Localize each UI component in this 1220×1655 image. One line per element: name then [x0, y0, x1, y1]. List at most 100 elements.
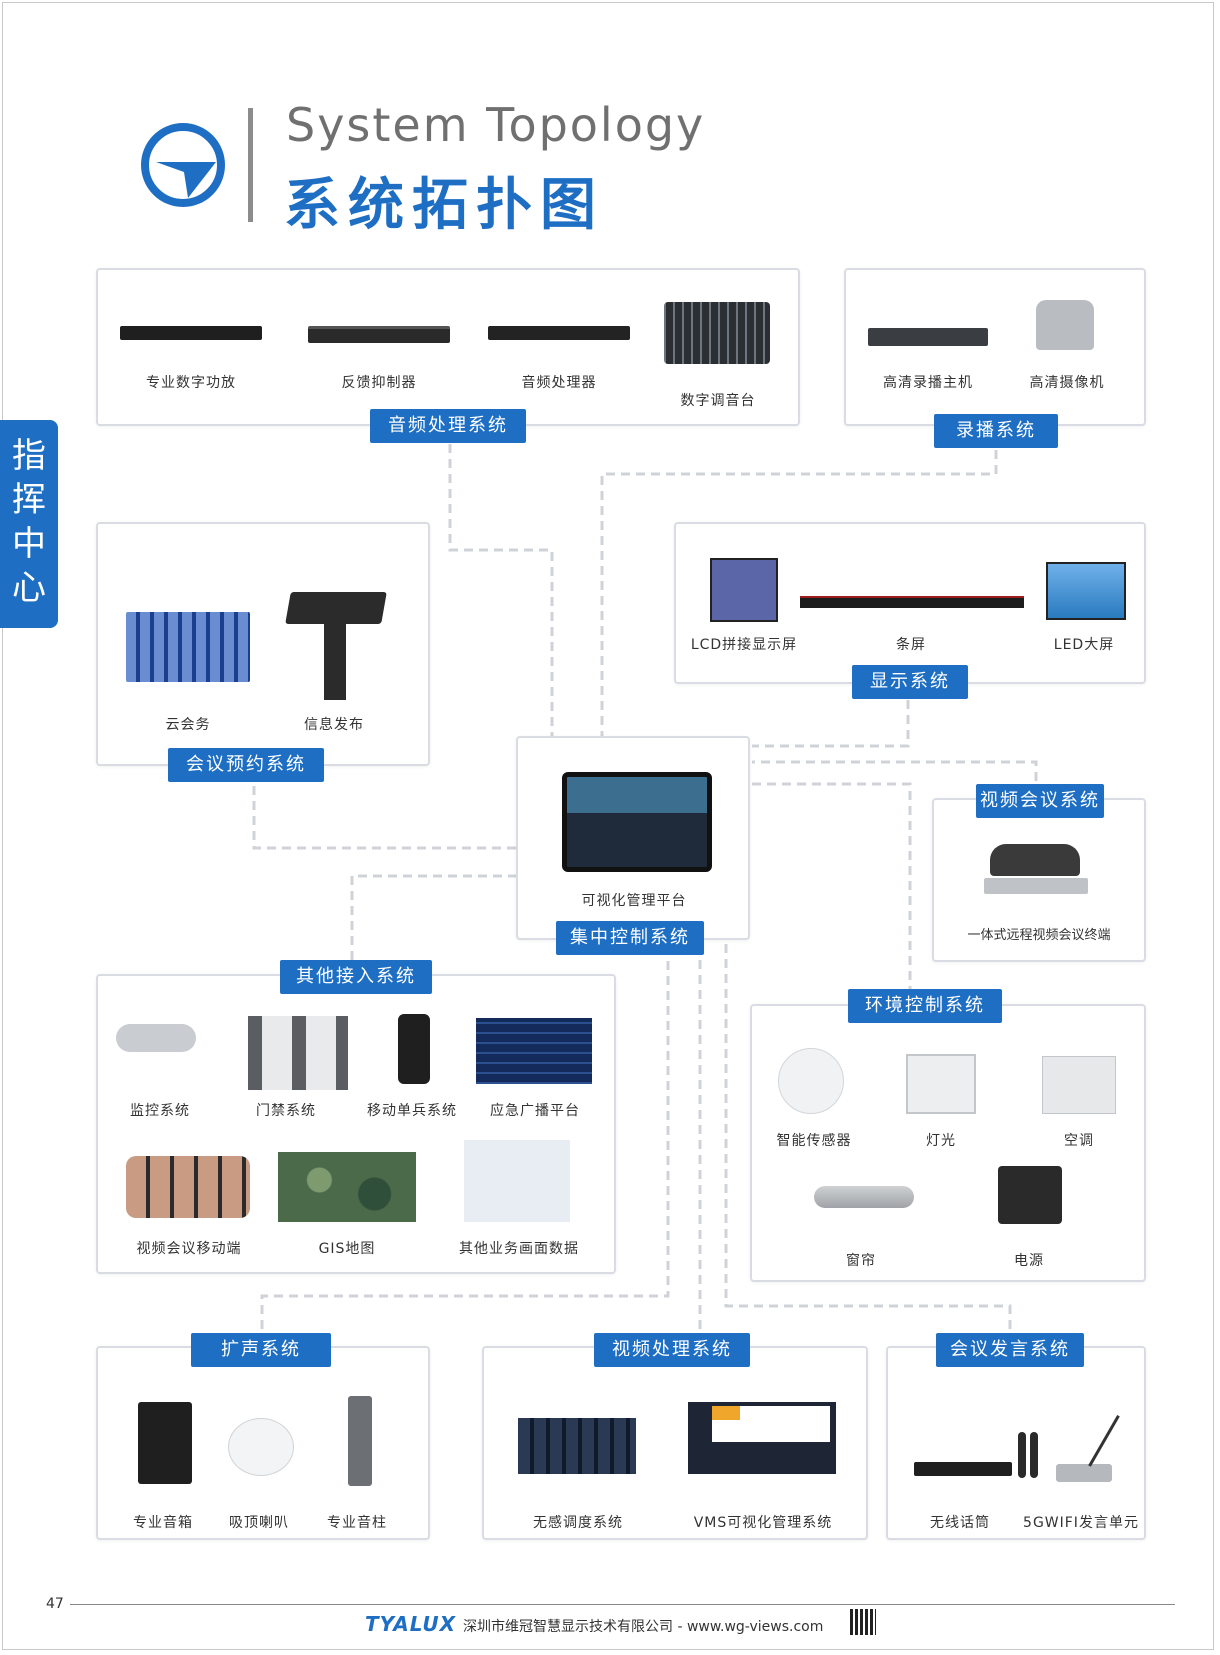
other-access-item-label: 门禁系统: [256, 1103, 316, 1119]
feedback-suppressor-device: [308, 326, 450, 343]
display-item-label: 条屏: [896, 637, 926, 653]
central-item-label: 可视化管理平台: [581, 893, 687, 909]
wireless-receiver-device: [914, 1462, 1012, 1476]
vms-screen: [688, 1402, 836, 1474]
side-tab-char: 中: [12, 524, 46, 564]
speech-item-label: 5GWIFI发言单元: [1023, 1515, 1139, 1531]
video-conf-box: 一体式远程视频会议终端: [932, 798, 1146, 962]
display-item-label: LCD拼接显示屏: [690, 637, 798, 653]
video-proc-tag: 视频处理系统: [594, 1333, 750, 1367]
meeting-booking-tag: 会议预约系统: [168, 748, 324, 782]
pa-item-label: 专业音箱: [133, 1515, 193, 1531]
central-control-box: 可视化管理平台: [516, 736, 750, 940]
led-screen-device: [1046, 562, 1126, 620]
smart-sensor-device: [778, 1048, 844, 1114]
handheld-mic-device: [1030, 1432, 1038, 1478]
speech-item-label: 无线话筒: [930, 1515, 990, 1531]
gate-device: [248, 1016, 348, 1090]
page-title-cn: 系统拓扑图: [284, 173, 604, 238]
recorder-host-device: [868, 328, 988, 346]
other-access-box: 监控系统 门禁系统 移动单兵系统 应急广播平台 视频会议移动端 GIS地图 其他…: [96, 974, 616, 1274]
pa-item-label: 吸顶喇叭: [229, 1515, 289, 1531]
conf-camera-base: [984, 878, 1088, 894]
display-item-label: LED大屏: [1053, 637, 1115, 653]
recording-item-label: 高清录播主机: [883, 375, 973, 391]
mixer-device: [664, 302, 770, 364]
desk-mic-stem: [1088, 1415, 1120, 1467]
lcd-wall-device: [710, 558, 778, 622]
side-tab-command-center: 指 挥 中 心: [0, 420, 58, 628]
audio-system-tag: 音频处理系统: [370, 409, 526, 443]
desk-mic-base: [1056, 1464, 1112, 1482]
central-control-tag: 集中控制系统: [556, 921, 704, 955]
video-proc-box: 无感调度系统 VMS可视化管理系统: [482, 1346, 868, 1540]
meeting-booking-box: 云会务 信息发布: [96, 522, 430, 766]
conf-camera-device: [990, 844, 1080, 876]
recording-system-box: 高清录播主机 高清摄像机: [844, 268, 1146, 426]
audio-processor-device: [488, 326, 630, 340]
business-data-image: [464, 1140, 570, 1222]
speech-system-box: 无线话筒 5GWIFI发言单元: [886, 1346, 1146, 1540]
ac-controller-device: [1042, 1056, 1116, 1114]
ceiling-speaker-device: [228, 1418, 294, 1476]
column-speaker-device: [348, 1396, 372, 1486]
environment-item-label: 电源: [1014, 1253, 1044, 1269]
kiosk-stand: [324, 624, 346, 700]
curtain-motor-device: [814, 1186, 914, 1208]
strip-screen-device: [800, 596, 1024, 608]
cloud-meeting-screen: [126, 612, 250, 682]
mobile-conf-device: [126, 1156, 250, 1218]
handheld-device: [398, 1014, 430, 1084]
environment-tag: 环境控制系统: [848, 989, 1002, 1023]
company-info: 深圳市维冠智慧显示技术有限公司 - www.wg-views.com: [463, 1619, 824, 1635]
environment-box: 智能传感器 灯光 空调 窗帘 电源: [750, 1004, 1146, 1282]
pa-system-tag: 扩声系统: [191, 1333, 331, 1367]
environment-item-label: 灯光: [926, 1133, 956, 1149]
audio-system-box: 专业数字功放 反馈抑制器 音频处理器 数字调音台: [96, 268, 800, 426]
video-conf-tag: 视频会议系统: [976, 784, 1104, 818]
environment-item-label: 空调: [1064, 1133, 1094, 1149]
video-proc-item-label: VMS可视化管理系统: [693, 1515, 833, 1531]
recording-item-label: 高清摄像机: [1029, 375, 1105, 391]
other-access-item-label: 监控系统: [130, 1103, 190, 1119]
dispatch-system-screen: [518, 1418, 636, 1474]
speech-system-tag: 会议发言系统: [936, 1333, 1084, 1367]
video-conf-item-label: 一体式远程视频会议终端: [967, 928, 1111, 943]
booking-item-label: 云会务: [165, 717, 211, 733]
page-title-en: System Topology: [286, 98, 706, 152]
gis-map-image: [278, 1152, 416, 1222]
other-access-item-label: GIS地图: [318, 1241, 376, 1257]
hd-camera-device: [1036, 300, 1094, 350]
pa-item-label: 专业音柱: [327, 1515, 387, 1531]
audio-item-label: 音频处理器: [521, 375, 597, 391]
other-access-item-label: 应急广播平台: [490, 1103, 580, 1119]
other-access-item-label: 其他业务画面数据: [459, 1241, 579, 1257]
side-tab-char: 挥: [12, 480, 46, 520]
header-divider: [248, 108, 253, 222]
cctv-camera-device: [116, 1024, 196, 1052]
other-access-item-label: 移动单兵系统: [367, 1103, 457, 1119]
environment-item-label: 智能传感器: [776, 1133, 852, 1149]
side-tab-char: 心: [12, 568, 46, 608]
audio-item-label: 专业数字功放: [146, 375, 236, 391]
qr-code-icon: [850, 1609, 876, 1635]
handheld-mic-device: [1018, 1432, 1026, 1478]
other-access-item-label: 视频会议移动端: [136, 1241, 242, 1257]
broadcast-dashboard: [476, 1018, 592, 1084]
power-socket-device: [998, 1166, 1062, 1224]
footer-divider: [70, 1604, 1175, 1605]
booking-item-label: 信息发布: [304, 717, 364, 733]
page-number: 47: [46, 1596, 64, 1612]
brand-logo: TYALUX: [365, 1612, 456, 1636]
side-tab-char: 指: [12, 436, 46, 476]
environment-item-label: 窗帘: [846, 1253, 876, 1269]
logo-icon: [141, 123, 225, 207]
kiosk-screen: [285, 592, 387, 624]
video-proc-item-label: 无感调度系统: [533, 1515, 623, 1531]
display-system-tag: 显示系统: [852, 665, 968, 699]
audio-item-label: 数字调音台: [680, 393, 756, 409]
pa-system-box: 专业音箱 吸顶喇叭 专业音柱: [96, 1346, 430, 1540]
other-access-tag: 其他接入系统: [280, 960, 432, 994]
